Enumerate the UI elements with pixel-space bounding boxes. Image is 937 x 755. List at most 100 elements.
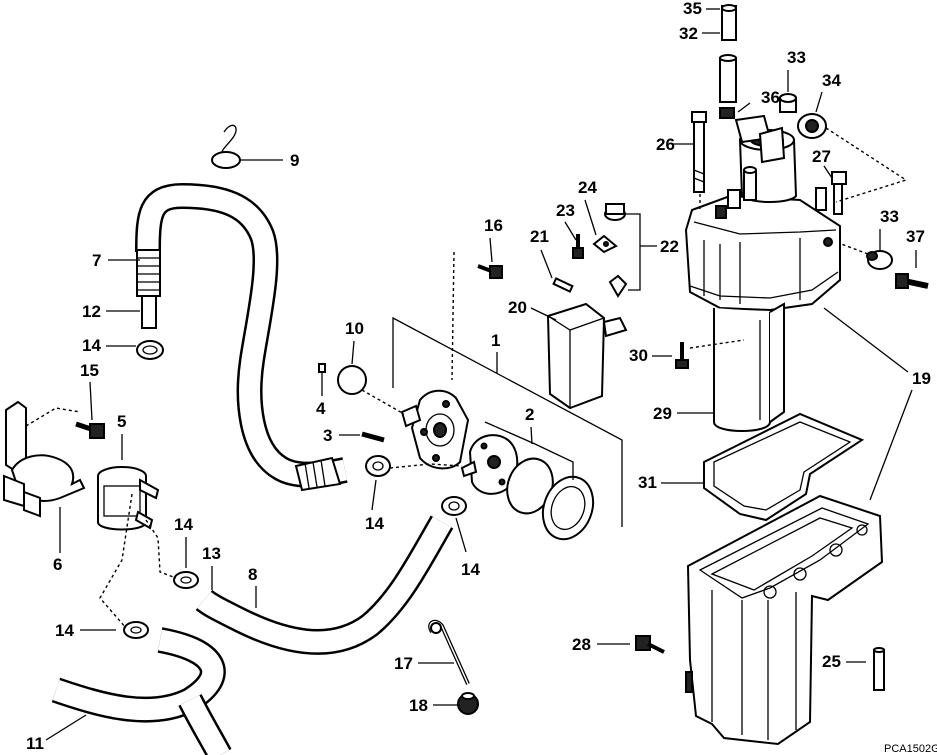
fuel-filter-5: [97, 466, 160, 531]
leader-19-lower: [869, 389, 913, 501]
pin-4: [318, 363, 326, 373]
hose-8: [195, 515, 454, 655]
leader-c11: [45, 714, 87, 741]
gasket-31: [703, 412, 865, 522]
lower-housing: [685, 494, 884, 746]
callout-c33a: 33: [787, 48, 806, 67]
leader-c34: [815, 91, 823, 113]
gasket-10: [337, 365, 367, 395]
screw-23: [572, 234, 584, 259]
leader-c15: [89, 381, 93, 421]
callout-c27: 27: [812, 147, 831, 166]
callout-c32: 32: [679, 24, 698, 43]
leader-c14d: [455, 517, 467, 553]
bracket-6: [3, 400, 86, 518]
callout-c6: 6: [53, 555, 62, 574]
assembly-line-gasket: [361, 389, 405, 415]
callout-c1: 1: [491, 331, 500, 350]
callout-c12: 12: [82, 302, 101, 321]
callout-c17: 17: [394, 654, 413, 673]
assembly-line-pump-inlet: [389, 463, 463, 469]
tool-17: [428, 619, 470, 685]
callout-c37: 37: [906, 227, 925, 246]
callout-c24: 24: [578, 178, 597, 197]
clamp-14-pump-inlet: [365, 455, 391, 477]
part-21: [552, 277, 574, 293]
callout-c19: 19: [912, 369, 931, 388]
callout-c34: 34: [822, 71, 841, 90]
leader-c16: [489, 237, 493, 263]
leader-c21: [540, 249, 553, 279]
callout-c28: 28: [572, 635, 591, 654]
pump-cover: [541, 475, 595, 541]
callout-c14a: 14: [82, 336, 101, 355]
hose-clip-9: [211, 124, 241, 169]
callout-c7: 7: [92, 251, 101, 270]
callout-c21: 21: [530, 227, 549, 246]
clamp-14-lower: [123, 621, 149, 639]
assembly-line-bracket: [25, 407, 81, 427]
callout-c14b: 14: [365, 514, 384, 533]
callout-c22: 22: [660, 237, 679, 256]
pin-25: [873, 647, 885, 691]
screw-30: [675, 342, 689, 369]
part-22-top: [604, 203, 626, 221]
callout-c2: 2: [525, 405, 534, 424]
bracket-line-1: [392, 316, 623, 527]
callout-c15: 15: [80, 361, 99, 380]
callout-c26: 26: [656, 135, 675, 154]
cap-18: [457, 692, 479, 715]
cylinder-29: [713, 302, 785, 432]
leader-c27: [823, 165, 833, 179]
callout-c16: 16: [484, 216, 503, 235]
callout-c8: 8: [248, 565, 257, 584]
callout-c14d: 14: [461, 560, 480, 579]
clamp-14-filter: [173, 571, 199, 589]
part-36: [719, 107, 735, 119]
shaft-35: [721, 4, 737, 41]
part-22-bottom: [608, 274, 628, 298]
callout-c33b: 33: [880, 207, 899, 226]
callout-c30: 30: [629, 346, 648, 365]
leader-19-upper: [823, 307, 909, 373]
callout-c4: 4: [316, 399, 326, 418]
callout-c14e: 14: [55, 621, 74, 640]
screw-27: [831, 171, 847, 215]
callout-c10: 10: [345, 319, 364, 338]
callout-leaders: [45, 8, 917, 741]
screw-15: [75, 421, 105, 439]
screw-26: [691, 111, 707, 193]
leader-c2: [530, 426, 533, 445]
leader-c23: [564, 221, 577, 241]
fitting-12: [141, 295, 157, 329]
grommet-34: [797, 113, 827, 139]
callout-c9: 9: [290, 151, 299, 170]
leader-c10: [351, 340, 355, 365]
callout-c29: 29: [653, 404, 672, 423]
callout-c11: 11: [26, 734, 44, 753]
callout-c36: 36: [761, 88, 780, 107]
bracket-line-22: [626, 213, 641, 291]
powerhead-19: [684, 114, 841, 312]
callout-c31: 31: [638, 473, 657, 492]
cap-33-right: [866, 250, 893, 270]
callout-c5: 5: [117, 412, 126, 431]
screw-16: [477, 264, 503, 279]
clip-24: [592, 234, 618, 254]
screw-28: [635, 635, 665, 654]
assembly-line-34: [825, 127, 908, 203]
bracket-line-2: [484, 421, 574, 480]
pump-plate: [460, 434, 519, 495]
screw-3: [361, 431, 385, 443]
callout-c35: 35: [683, 0, 702, 18]
clamp-14-top: [136, 340, 164, 360]
leader-c20: [530, 307, 557, 321]
hose-11: [51, 627, 232, 755]
leader-c24: [584, 199, 597, 236]
assembly-line-16: [451, 251, 455, 381]
leader-c14b: [371, 479, 377, 511]
callout-c18: 18: [409, 696, 428, 715]
callout-c25: 25: [822, 652, 841, 671]
callout-c14c: 14: [174, 515, 193, 534]
